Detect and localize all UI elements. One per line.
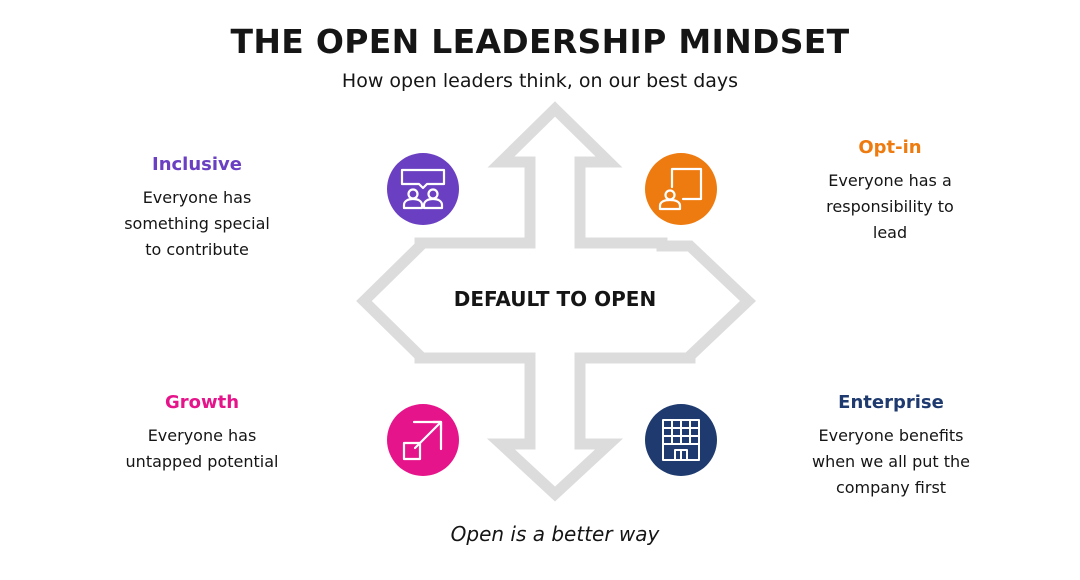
- growth-line: untapped potential: [125, 452, 279, 471]
- inclusive-line: Everyone has: [142, 188, 252, 207]
- building-icon: [662, 419, 700, 461]
- inclusive-description: Everyone has something special to contri…: [102, 185, 292, 263]
- enterprise-heading: Enterprise: [838, 392, 944, 413]
- optin-icon-circle: [645, 153, 717, 225]
- enterprise-line: when we all put the: [811, 452, 970, 471]
- enterprise-line: Everyone benefits: [818, 426, 964, 445]
- optin-heading: Opt-in: [858, 137, 922, 158]
- enterprise-icon-circle: [645, 404, 717, 476]
- person-step-icon: [658, 167, 703, 211]
- inclusive-line: something special: [124, 214, 270, 233]
- growth-icon-circle: [387, 404, 459, 476]
- optin-line: responsibility to: [826, 197, 954, 216]
- optin-description: Everyone has a responsibility to lead: [795, 168, 985, 246]
- optin-line: Everyone has a: [828, 171, 952, 190]
- page-title: THE OPEN LEADERSHIP MINDSET: [230, 22, 850, 61]
- growth-description: Everyone has untapped potential: [102, 423, 302, 475]
- expand-arrow-icon: [402, 420, 443, 461]
- center-label: DEFAULT TO OPEN: [453, 287, 657, 311]
- inclusive-heading: Inclusive: [152, 154, 242, 175]
- people-chat-icon: [400, 168, 446, 210]
- enterprise-line: company first: [835, 478, 947, 497]
- inclusive-icon-circle: [387, 153, 459, 225]
- enterprise-block: Enterprise Everyone benefits when we all…: [786, 392, 996, 501]
- inclusive-line: to contribute: [145, 240, 249, 259]
- cross-arrow-outline: [356, 101, 756, 502]
- growth-heading: Growth: [164, 392, 240, 413]
- optin-block: Opt-in Everyone has a responsibility to …: [795, 137, 985, 246]
- growth-block: Growth Everyone has untapped potential: [102, 392, 302, 475]
- enterprise-description: Everyone benefits when we all put the co…: [786, 423, 996, 501]
- growth-line: Everyone has: [147, 426, 257, 445]
- optin-line: lead: [872, 223, 908, 242]
- footer-tagline: Open is a better way: [450, 522, 660, 546]
- page-subtitle: How open leaders think, on our best days: [341, 70, 739, 92]
- inclusive-block: Inclusive Everyone has something special…: [102, 154, 292, 263]
